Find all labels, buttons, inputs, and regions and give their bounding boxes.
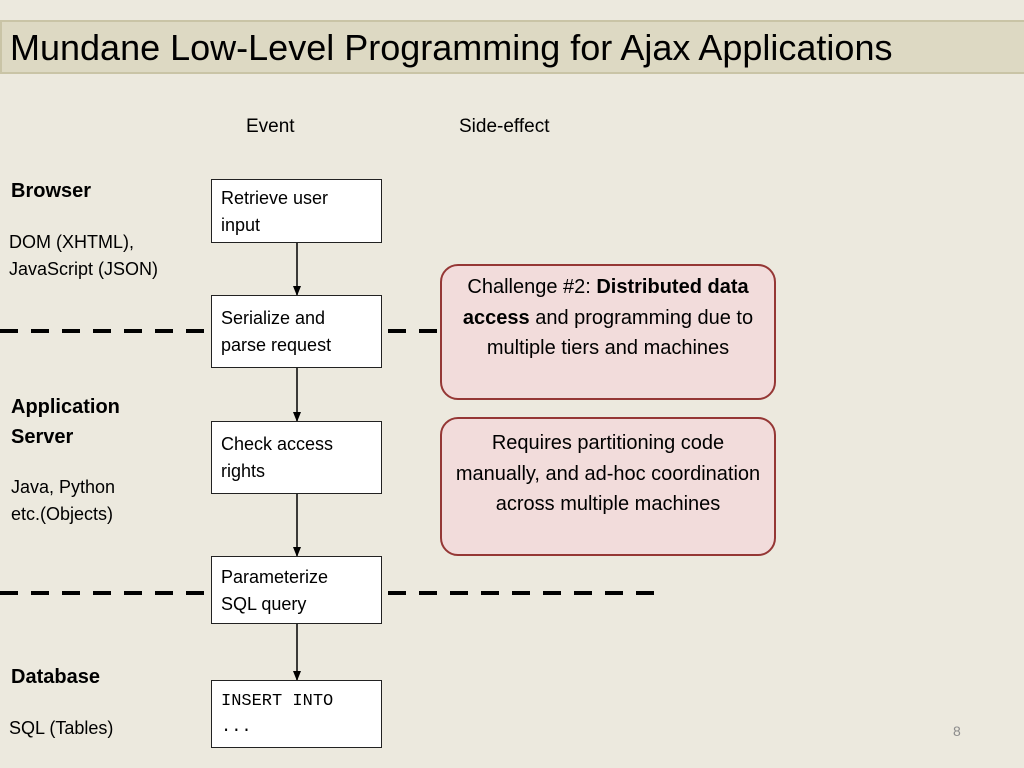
tier-description-line: Java, Python <box>11 477 116 497</box>
tier-description-line: SQL (Tables) <box>9 718 114 738</box>
tier-description-line: JavaScript (JSON) <box>9 259 159 279</box>
step-label-line: Serialize and <box>221 308 326 328</box>
step-label-line: Retrieve user <box>221 188 329 208</box>
step-serialize-parse-request: Serialize and parse request <box>211 295 382 368</box>
tier-description-line: etc.(Objects) <box>11 504 114 524</box>
step-check-access-rights: Check access rights <box>211 421 382 494</box>
tier-name-browser: Browser <box>11 180 92 202</box>
step-insert-into: INSERT INTO ... <box>211 680 382 748</box>
event-column-header: Event <box>246 116 295 137</box>
tier-name-line: Server <box>11 426 74 448</box>
tier-name-line: Application <box>11 396 120 418</box>
side-effect-column-header: Side-effect <box>459 116 550 137</box>
step-label-line: ... <box>221 718 252 737</box>
callout-requires-partitioning: Requires partitioning code manually, and… <box>440 417 776 556</box>
step-label-line: input <box>221 215 261 235</box>
step-label-line: INSERT INTO <box>221 692 334 711</box>
step-label-line: Parameterize <box>221 567 329 587</box>
page-title: Mundane Low-Level Programming for Ajax A… <box>10 27 893 68</box>
page-number: 8 <box>953 723 961 739</box>
callout-emphasis: Distributed data access <box>462 276 749 329</box>
step-label-line: Check access <box>221 434 334 454</box>
step-label-line: parse request <box>221 335 332 355</box>
title-bar: Mundane Low-Level Programming for Ajax A… <box>0 20 1024 74</box>
callout-suffix: and programming due to multiple tiers an… <box>486 306 754 360</box>
tier-name-database: Database <box>11 666 100 688</box>
step-parameterize-sql-query: Parameterize SQL query <box>211 556 382 624</box>
tier-description-browser: DOM (XHTML), JavaScript (JSON) <box>9 229 158 283</box>
tier-description-application-server: Java, Python etc.(Objects) <box>11 474 115 528</box>
tier-description-database: SQL (Tables) <box>9 715 113 742</box>
tier-name-application-server: Application Server <box>11 392 120 452</box>
step-label-line: rights <box>221 461 266 481</box>
tier-description-line: DOM (XHTML), <box>9 232 134 252</box>
step-label-line: SQL query <box>221 594 307 614</box>
step-retrieve-user-input: Retrieve user input <box>211 179 382 243</box>
callout-challenge-distributed-data: Challenge #2: Distributed data access an… <box>440 264 776 400</box>
callout-prefix: Challenge #2: <box>467 276 597 298</box>
